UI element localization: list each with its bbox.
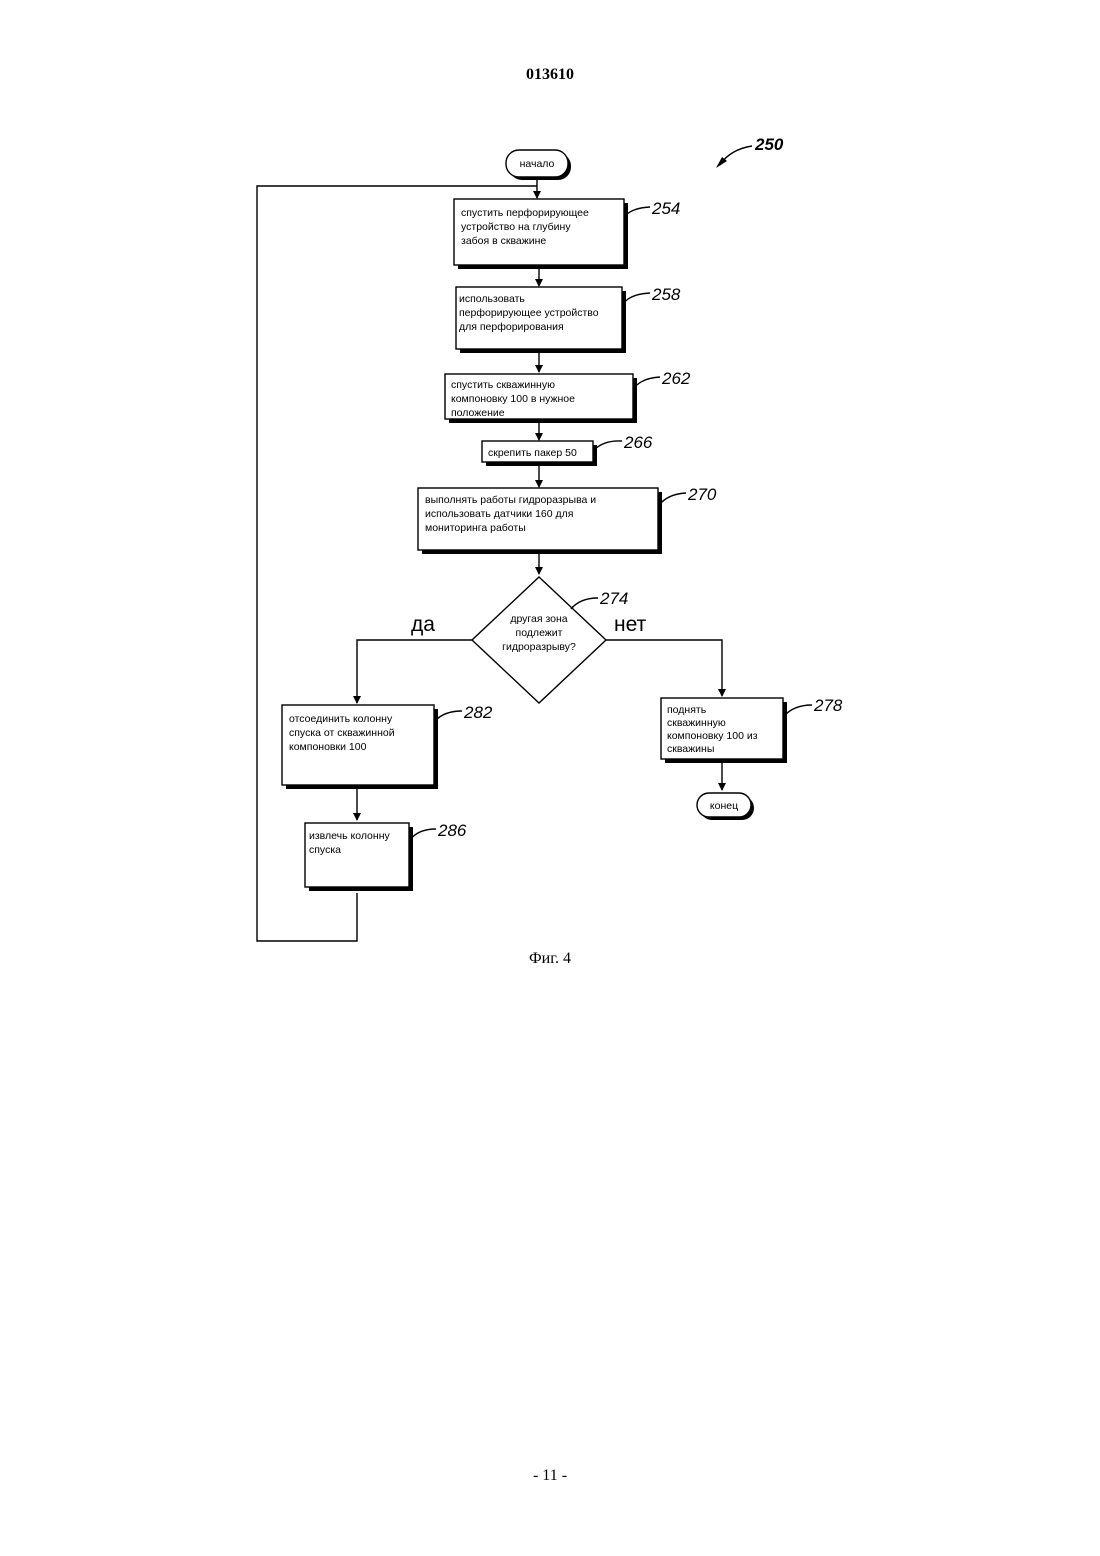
svg-text:конец: конец: [710, 800, 738, 812]
svg-text:254: 254: [651, 199, 680, 218]
svg-text:извлечь колонну: извлечь колонну: [309, 830, 390, 842]
svg-text:спуска: спуска: [309, 844, 341, 856]
svg-text:подлежит: подлежит: [516, 627, 563, 639]
step-254: спустить перфорирующее устройство на глу…: [454, 199, 680, 269]
svg-text:выполнять работы гидроразрыва: выполнять работы гидроразрыва и: [425, 494, 596, 506]
svg-text:спуска от скважинной: спуска от скважинной: [289, 727, 395, 739]
svg-text:поднять: поднять: [667, 704, 707, 716]
svg-text:278: 278: [813, 696, 843, 715]
svg-text:положение: положение: [451, 407, 505, 419]
page-number: - 11 -: [0, 1467, 1100, 1485]
end-terminal: конец: [697, 793, 754, 820]
step-270: выполнять работы гидроразрыва и использо…: [418, 485, 717, 554]
svg-text:отсоединить колонну: отсоединить колонну: [289, 713, 393, 725]
svg-text:гидроразрыву?: гидроразрыву?: [502, 641, 576, 653]
step-278: поднять скважинную компоновку 100 из скв…: [661, 696, 843, 763]
svg-text:274: 274: [599, 589, 628, 608]
svg-text:компоновки 100: компоновки 100: [289, 741, 367, 753]
svg-text:перфорирующее устройство: перфорирующее устройство: [459, 307, 599, 319]
svg-text:компоновку 100 в нужное: компоновку 100 в нужное: [451, 393, 575, 405]
svg-text:282: 282: [463, 703, 493, 722]
svg-text:компоновку 100 из: компоновку 100 из: [667, 730, 758, 742]
step-282: отсоединить колонну спуска от скважинной…: [282, 703, 493, 789]
step-266: скрепить пакер 50 266: [482, 433, 653, 466]
svg-text:использовать датчики 160 для: использовать датчики 160 для: [425, 508, 573, 520]
svg-text:начало: начало: [520, 158, 555, 170]
svg-text:спустить перфорирующее: спустить перфорирующее: [461, 207, 589, 219]
svg-text:забоя в скважине: забоя в скважине: [461, 235, 546, 247]
svg-text:использовать: использовать: [459, 293, 525, 305]
svg-text:устройство на глубину: устройство на глубину: [461, 221, 571, 233]
svg-text:мониторинга работы: мониторинга работы: [425, 522, 526, 534]
svg-text:258: 258: [651, 285, 681, 304]
svg-text:250: 250: [754, 135, 784, 154]
svg-text:скважины: скважины: [667, 743, 714, 755]
svg-text:262: 262: [661, 369, 691, 388]
decision-274: другая зона подлежит гидроразрыву? 274: [472, 577, 628, 703]
svg-text:другая зона: другая зона: [510, 613, 567, 625]
svg-text:266: 266: [623, 433, 653, 452]
step-262: спустить скважинную компоновку 100 в нуж…: [445, 369, 691, 423]
svg-text:спустить скважинную: спустить скважинную: [451, 379, 555, 391]
step-286: извлечь колонну спуска 286: [305, 821, 467, 891]
branch-yes-label: да: [411, 613, 435, 636]
start-terminal: начало: [506, 150, 571, 180]
svg-text:скважинную: скважинную: [667, 717, 726, 729]
svg-text:270: 270: [687, 485, 717, 504]
figure-ref-250: 250: [716, 135, 784, 168]
step-258: использовать перфорирующее устройство дл…: [456, 285, 681, 353]
branch-no-label: нет: [614, 613, 647, 636]
svg-text:скрепить пакер 50: скрепить пакер 50: [488, 447, 577, 459]
figure-caption: Фиг. 4: [0, 950, 1100, 968]
svg-text:286: 286: [437, 821, 467, 840]
svg-text:для перфорирования: для перфорирования: [459, 321, 564, 333]
